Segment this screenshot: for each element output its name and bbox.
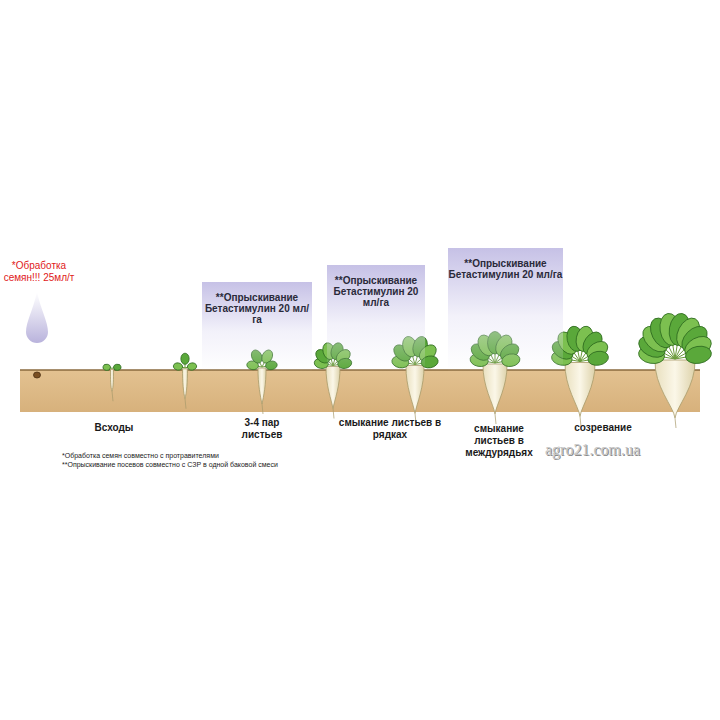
stage-label: смыкание листьев в рядках bbox=[336, 417, 444, 441]
watermark: agro21.com.ua bbox=[545, 441, 715, 459]
footnote: **Опрыскивание посевов совместно с СЗР в… bbox=[62, 461, 382, 469]
root bbox=[258, 368, 266, 404]
seed bbox=[34, 372, 41, 378]
leaf bbox=[113, 364, 121, 371]
leaf bbox=[181, 353, 189, 364]
root bbox=[110, 369, 113, 391]
leaf bbox=[103, 364, 111, 371]
spray-box: **Опрыскивание Бетастимулин 20 мл/га bbox=[202, 282, 312, 372]
footnote: *Обработка семян совместно с протравител… bbox=[62, 452, 362, 460]
spray-text: **Опрыскивание Бетастимулин 20 мл/га bbox=[202, 282, 312, 325]
stage-label: созревание bbox=[563, 422, 643, 434]
root-tip bbox=[495, 414, 496, 424]
spray-box: **Опрыскивание Бетастимулин 20 мл/га bbox=[448, 248, 563, 372]
root bbox=[182, 369, 187, 399]
stage-label: Всходы bbox=[74, 422, 154, 434]
stage-label: 3-4 пар листьев bbox=[225, 417, 299, 441]
stage-label: смыкание листьев в междурядьях bbox=[458, 423, 540, 459]
root-tip bbox=[112, 391, 113, 401]
root bbox=[406, 366, 424, 414]
leaf bbox=[684, 344, 713, 365]
root bbox=[326, 367, 340, 409]
root-tip bbox=[185, 399, 186, 409]
seed-treatment-note: *Обработка семян!!! 25мл/т bbox=[0, 260, 78, 284]
spray-box: **Опрыскивание Бетастимулин 20 мл/га bbox=[327, 265, 425, 372]
root bbox=[565, 363, 595, 417]
leaf bbox=[587, 350, 610, 367]
root-tip bbox=[675, 418, 676, 428]
root-tip bbox=[262, 404, 263, 414]
soil-band bbox=[20, 370, 700, 412]
leaf bbox=[173, 362, 183, 371]
drop-symbol bbox=[26, 292, 48, 343]
root-tip bbox=[333, 409, 334, 419]
leaf bbox=[187, 362, 197, 371]
spray-text: **Опрыскивание Бетастимулин 20 мл/га bbox=[448, 248, 563, 280]
root bbox=[655, 360, 695, 418]
spray-text: **Опрыскивание Бетастимулин 20 мл/га bbox=[327, 265, 425, 308]
